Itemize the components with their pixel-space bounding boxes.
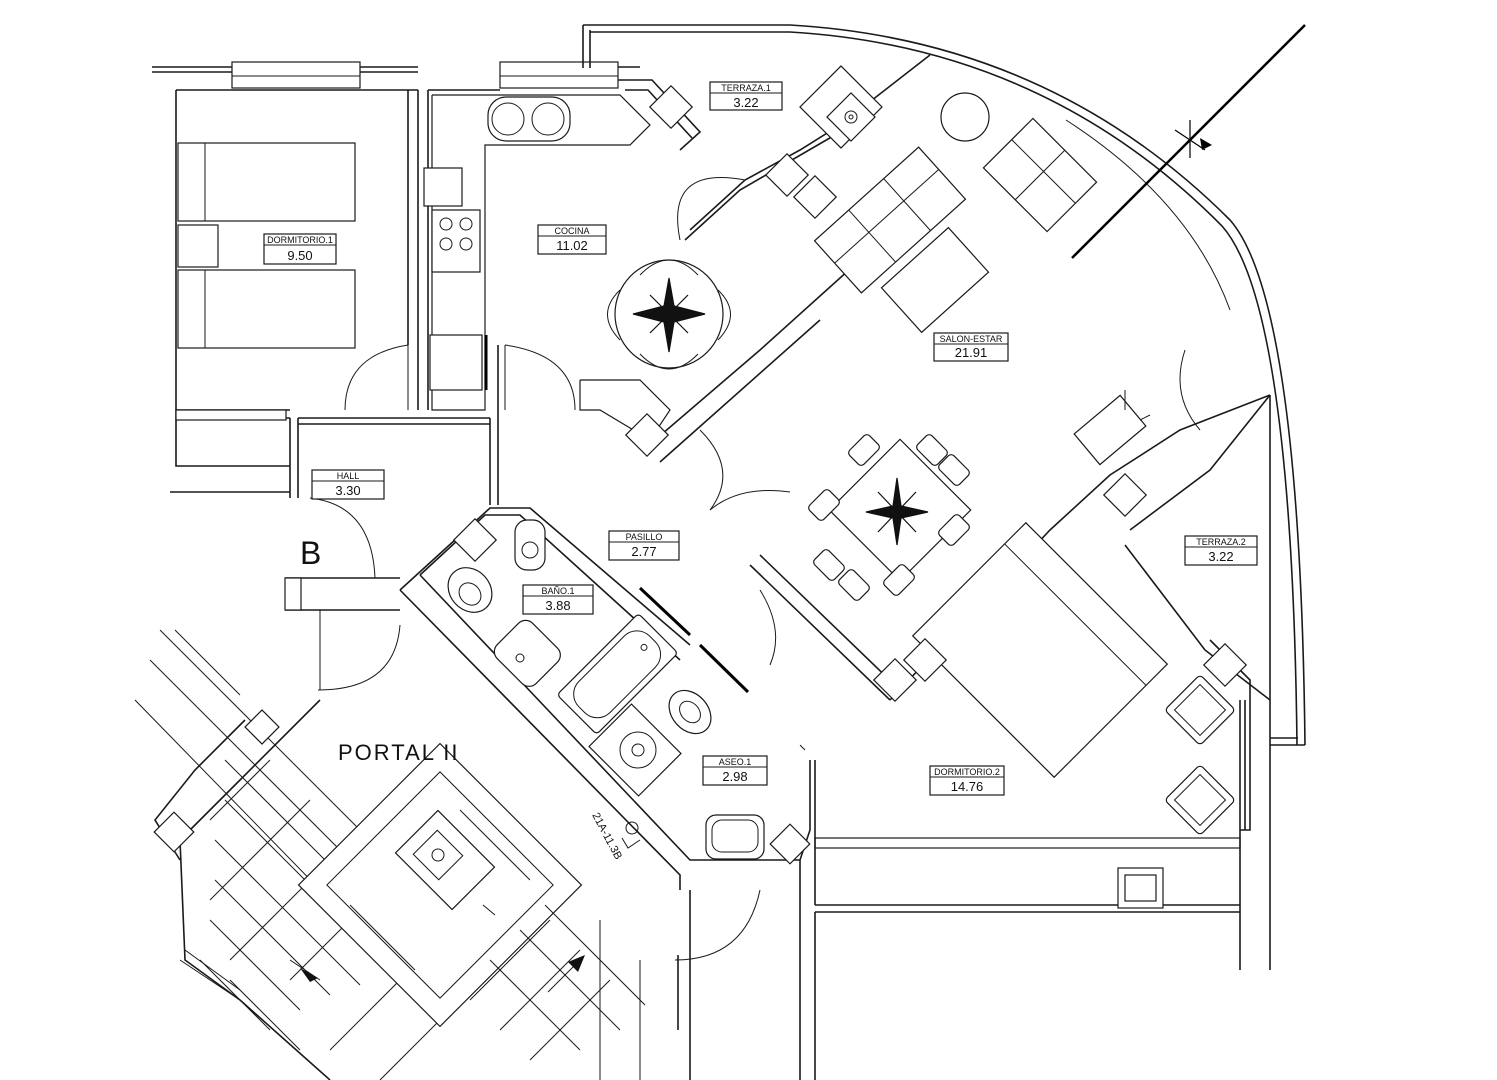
room-label-cocina: COCINA 11.02 [537,224,607,255]
bedroom1-furniture [177,142,356,349]
dining-chairs [808,434,970,601]
room-label-salon: SALON-ESTAR 21.91 [933,332,1009,362]
room-area: 21.91 [955,345,988,360]
portal-label: PORTAL II [338,740,460,765]
room-name: TERRAZA.1 [721,83,771,93]
north-arrow-icon [1071,24,1306,259]
room-name: DORMITORIO.1 [267,235,333,245]
room-area: 3.22 [1208,549,1233,564]
room-label-pasillo: PASILLO 2.77 [608,530,680,561]
room-label-terraza1: TERRAZA.1 3.22 [709,81,783,111]
room-name: SALON-ESTAR [940,334,1003,344]
table-star-icon [632,277,706,353]
room-label-bano1: BAÑO.1 3.88 [522,584,594,615]
room-name: PASILLO [626,532,663,542]
room-label-dormitorio1: DORMITORIO.1 9.50 [263,233,337,265]
room-area: 14.76 [951,779,984,794]
bathroom-fixtures [447,517,806,860]
kitchen-fixtures [423,94,731,458]
unit-letter: B [300,535,321,571]
door-swings [309,177,1201,961]
room-area: 2.98 [722,769,747,784]
room-name: ASEO.1 [719,757,752,767]
stair-code: 21A-11.3B [589,811,624,862]
room-name: TERRAZA.2 [1196,537,1246,547]
room-name: BAÑO.1 [541,586,574,596]
room-area: 3.22 [733,95,758,110]
room-area: 2.77 [631,544,656,559]
room-area: 9.50 [287,248,312,263]
salon-furniture [808,92,1151,601]
stair-marker-icon [621,821,641,849]
room-area: 3.88 [545,598,570,613]
portal-stairs [134,629,646,1080]
exterior-walls [152,24,1306,1080]
room-area: 11.02 [556,238,588,253]
dining-star-icon [865,477,929,546]
room-label-aseo1: ASEO.1 2.98 [702,755,768,786]
room-name: HALL [337,471,360,481]
room-label-terraza2: TERRAZA.2 3.22 [1184,535,1258,566]
room-label-hall: HALL 3.30 [311,469,385,500]
room-name: DORMITORIO.2 [934,767,1000,777]
room-name: COCINA [554,226,589,236]
terrace1-fixtures [648,65,883,220]
room-label-dormitorio2: DORMITORIO.2 14.76 [929,765,1005,796]
room-area: 3.30 [335,483,360,498]
bedroom2-furniture [769,521,1235,865]
